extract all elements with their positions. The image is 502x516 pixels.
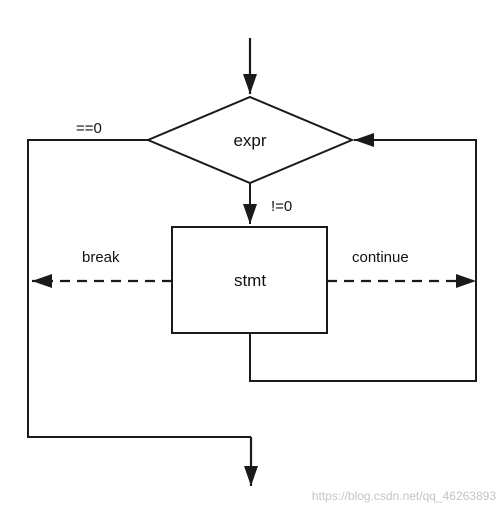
false-branch-edge xyxy=(27,139,251,438)
watermark-text: https://blog.csdn.net/qq_46263893 xyxy=(312,489,496,503)
stmt-label: stmt xyxy=(234,271,266,290)
break-label: break xyxy=(82,249,120,266)
true-branch-label: !=0 xyxy=(271,198,292,215)
expr-label: expr xyxy=(233,131,266,150)
loop-back-edge xyxy=(249,133,477,382)
false-branch-label: ==0 xyxy=(76,120,102,137)
continue-label: continue xyxy=(352,249,409,266)
